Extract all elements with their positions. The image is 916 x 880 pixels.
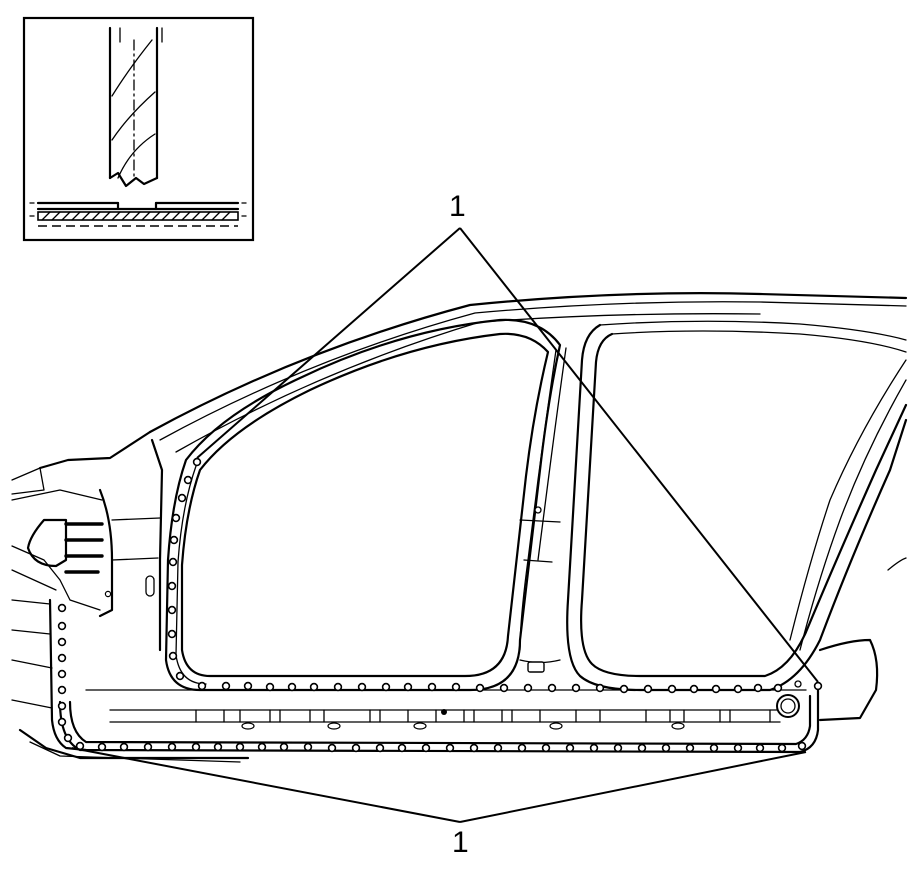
callout-label-top: 1 xyxy=(449,190,466,223)
drill-bit-icon xyxy=(108,26,163,188)
leader-top-right xyxy=(459,227,819,683)
body-side-panel xyxy=(11,292,908,763)
spot-welds xyxy=(57,457,823,753)
panel-section xyxy=(29,201,247,227)
leader-top-left xyxy=(196,227,461,459)
inset-frame xyxy=(22,16,255,242)
leader-bottom-left xyxy=(71,747,461,823)
inset-drill-detail xyxy=(22,16,255,242)
leader-bottom-right xyxy=(459,751,807,823)
callout-label-bottom: 1 xyxy=(452,826,469,859)
callout-leaders xyxy=(71,227,819,823)
